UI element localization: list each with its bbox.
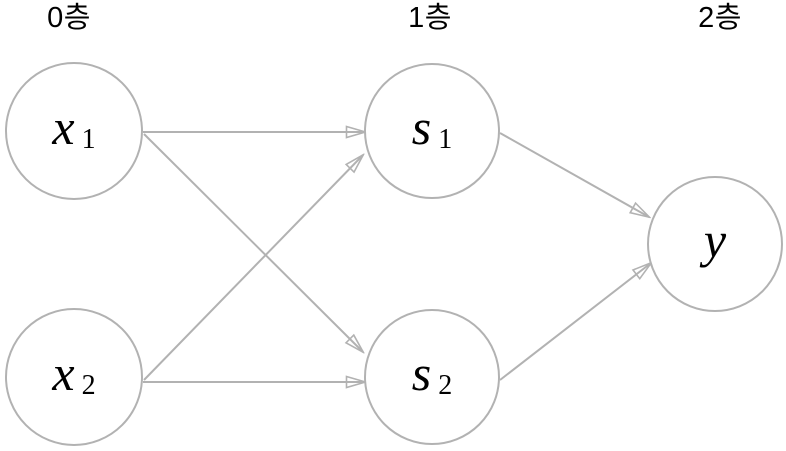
node-x2-subscript: 2 <box>81 370 96 401</box>
node-x2: x 2 <box>5 308 143 446</box>
node-s1-label: s 1 <box>411 99 453 155</box>
node-s1: s 1 <box>364 63 500 199</box>
layer-label-2: 2층 <box>698 2 742 34</box>
edge-s2-y <box>499 263 651 381</box>
layer-label-1: 1층 <box>408 2 452 34</box>
node-s2: s 2 <box>364 309 500 445</box>
node-x2-label: x 2 <box>52 345 96 401</box>
node-s1-subscript: 1 <box>438 124 453 155</box>
node-s2-base: s <box>411 345 432 401</box>
node-s2-subscript: 2 <box>438 370 453 401</box>
node-x1-subscript: 1 <box>81 124 96 155</box>
node-s1-base: s <box>411 99 432 155</box>
node-s2-label: s 2 <box>411 345 453 401</box>
edge-x2-s1 <box>143 155 363 381</box>
edge-x1-s2 <box>143 133 363 352</box>
node-x1: x 1 <box>5 62 143 200</box>
node-y: y <box>647 176 783 312</box>
node-x2-base: x <box>52 345 75 401</box>
edge-s1-y <box>499 132 649 217</box>
node-x1-label: x 1 <box>52 99 96 155</box>
node-x1-base: x <box>52 99 75 155</box>
node-y-base: y <box>703 212 727 268</box>
node-y-label: y <box>704 215 726 265</box>
layer-label-0: 0층 <box>47 2 91 34</box>
